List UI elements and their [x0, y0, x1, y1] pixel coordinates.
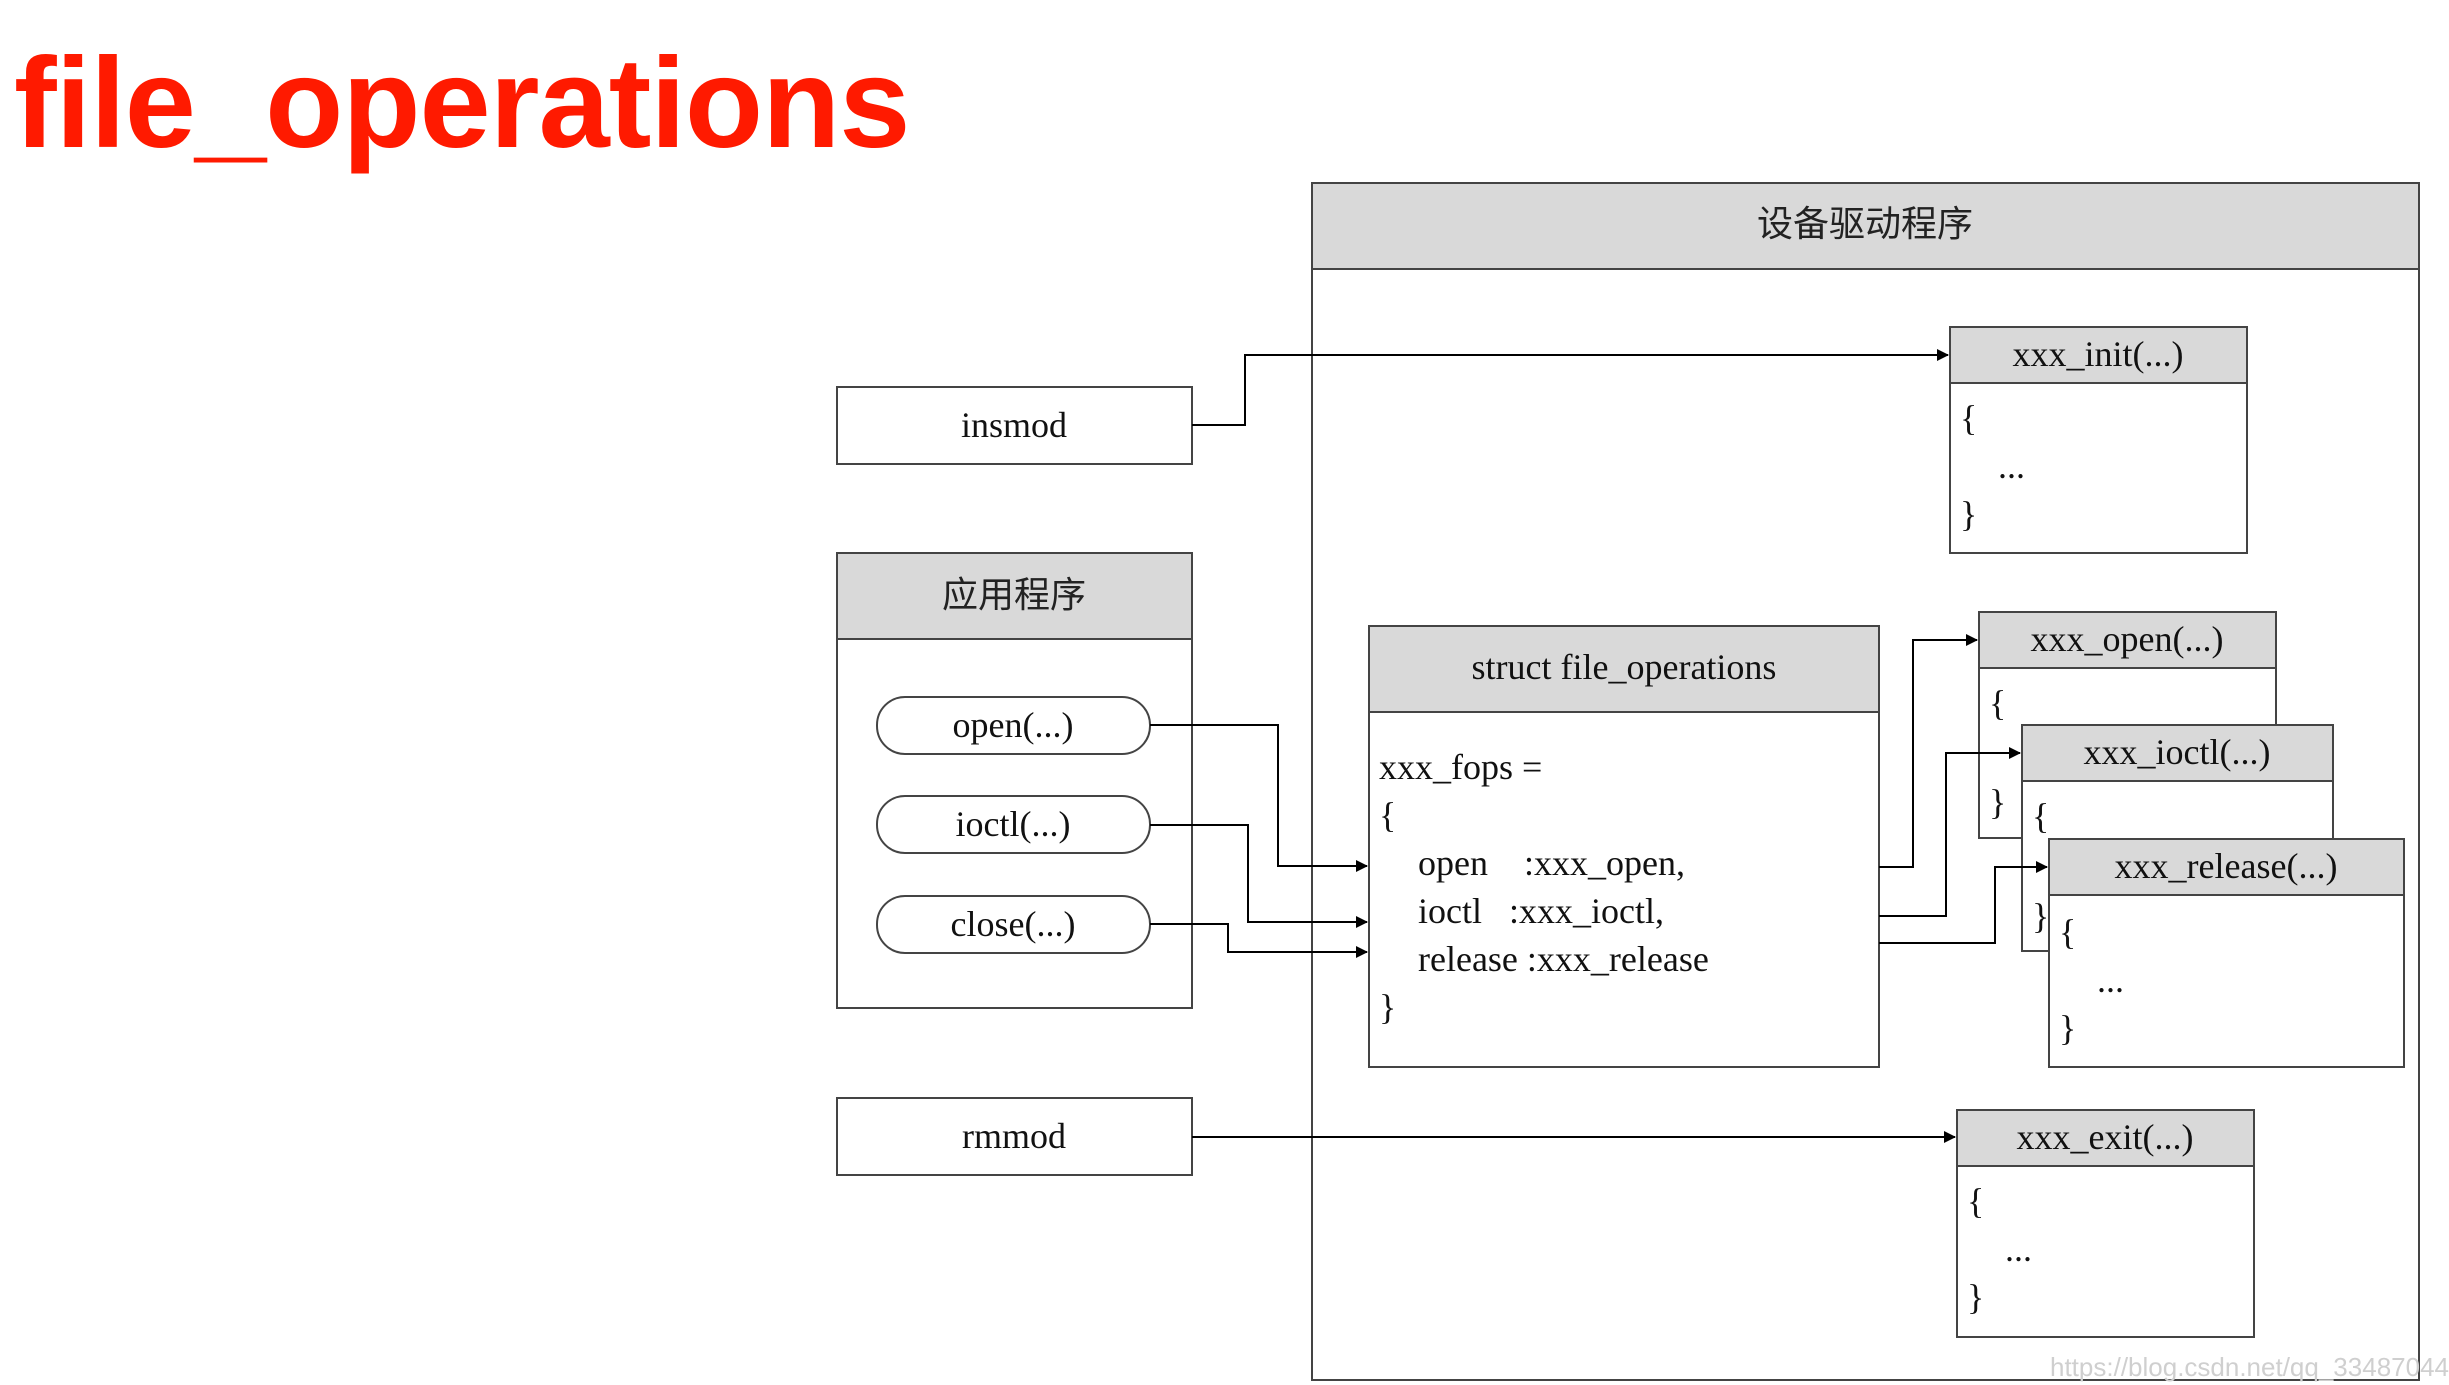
rmmod-box: rmmod: [836, 1097, 1193, 1176]
open-call-label: open(...): [953, 705, 1074, 745]
code-brace-close: }: [1967, 1277, 1984, 1317]
code-ellipsis: ...: [2097, 960, 2124, 1000]
fops-release-entry: release :xxx_release: [1418, 939, 1709, 979]
code-brace-open: {: [1967, 1181, 1984, 1221]
fops-ioctl-entry: ioctl :xxx_ioctl,: [1418, 891, 1664, 931]
fops-line: xxx_fops =: [1379, 747, 1542, 787]
ioctl-call-label: ioctl(...): [956, 804, 1071, 844]
open-call: open(...): [876, 696, 1151, 755]
xxx-init-name: xxx_init(...): [2013, 334, 2184, 374]
ioctl-to-fops-arrow: [1150, 824, 1368, 928]
fops-header: struct file_operations: [1472, 647, 1777, 687]
rmmod-label: rmmod: [962, 1116, 1066, 1156]
fops-to-open-arrow: [1879, 634, 1978, 868]
code-brace-close: }: [2059, 1008, 2076, 1048]
insmod-to-init-arrow: [1192, 349, 1949, 426]
xxx-init-box: xxx_init(...) { ... }: [1949, 326, 2248, 554]
fops-brace-close: }: [1379, 987, 1396, 1027]
xxx-ioctl-name: xxx_ioctl(...): [2084, 732, 2271, 772]
code-ellipsis: ...: [2005, 1229, 2032, 1269]
xxx-open-name: xxx_open(...): [2031, 619, 2224, 659]
xxx-exit-name: xxx_exit(...): [2017, 1117, 2194, 1157]
app-box: 应用程序 open(...) ioctl(...) close(...): [836, 552, 1193, 1009]
connectors: [1150, 349, 2048, 1143]
app-box-header: 应用程序: [942, 575, 1086, 616]
close-call-label: close(...): [951, 904, 1076, 944]
close-call: close(...): [876, 895, 1151, 954]
code-brace-close: }: [1989, 782, 2006, 822]
code-brace-open: {: [2059, 912, 2076, 952]
close-to-fops-arrow: [1150, 923, 1368, 958]
insmod-box: insmod: [836, 386, 1193, 465]
page-title: file_operations: [14, 32, 910, 175]
fops-brace-open: {: [1379, 795, 1396, 835]
fops-to-release-arrow: [1879, 861, 2048, 944]
insmod-label: insmod: [961, 405, 1067, 445]
driver-box-header: 设备驱动程序: [1757, 204, 1973, 245]
ioctl-call: ioctl(...): [876, 795, 1151, 854]
open-to-fops-arrow: [1150, 724, 1368, 872]
code-ellipsis: ...: [1998, 446, 2025, 486]
xxx-exit-box: xxx_exit(...) { ... }: [1956, 1109, 2255, 1338]
code-brace-open: {: [1960, 398, 1977, 438]
fops-box: struct file_operations xxx_fops = { open…: [1368, 625, 1880, 1068]
code-brace-close: }: [2032, 896, 2049, 936]
code-brace-open: {: [1989, 683, 2006, 723]
xxx-release-name: xxx_release(...): [2115, 846, 2338, 886]
xxx-release-box: xxx_release(...) { ... }: [2048, 838, 2405, 1068]
fops-open-entry: open :xxx_open,: [1418, 843, 1685, 883]
watermark: https://blog.csdn.net/qq_33487044: [2050, 1352, 2449, 1382]
fops-to-ioctl-arrow: [1879, 747, 2021, 917]
code-brace-close: }: [1960, 494, 1977, 534]
code-brace-open: {: [2032, 796, 2049, 836]
